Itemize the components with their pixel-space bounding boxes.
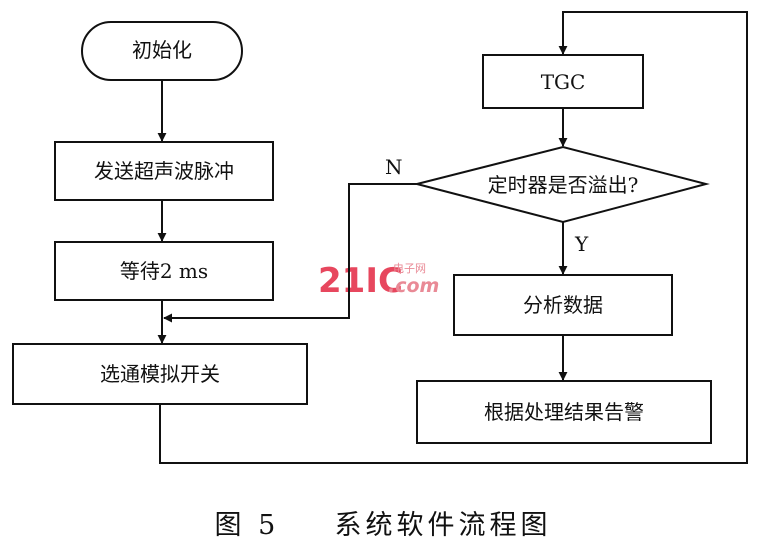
- node-analyze-label: 分析数据: [523, 293, 603, 317]
- loop-back-line: [159, 11, 748, 464]
- node-wait: 等待2 ms: [54, 241, 274, 301]
- node-analyze: 分析数据: [453, 274, 673, 336]
- svg-text:21IC: 21IC: [318, 261, 403, 301]
- node-select-switch: 选通模拟开关: [12, 343, 308, 405]
- node-send-ultrasound: 发送超声波脉冲: [54, 141, 274, 201]
- figure-title: 系统软件流程图: [334, 510, 552, 541]
- figure-caption: 图 5 系统软件流程图: [0, 503, 766, 542]
- svg-text:电子网: 电子网: [393, 262, 426, 275]
- figure-number: 图 5: [214, 510, 280, 541]
- node-tgc-label: TGC: [541, 70, 586, 94]
- node-alarm: 根据处理结果告警: [416, 380, 712, 444]
- node-tgc: TGC: [482, 54, 644, 109]
- node-send-ultrasound-label: 发送超声波脉冲: [94, 159, 234, 183]
- branch-label-yes: Y: [574, 232, 589, 256]
- node-init-label: 初始化: [132, 38, 192, 62]
- arrow-no-branch: [163, 183, 417, 323]
- node-init: 初始化: [81, 21, 243, 81]
- node-timer-overflow: 定时器是否溢出?: [416, 145, 710, 224]
- svg-text:.com: .com: [388, 275, 439, 297]
- node-alarm-label: 根据处理结果告警: [484, 400, 644, 424]
- node-select-switch-label: 选通模拟开关: [100, 362, 220, 386]
- branch-label-no: N: [385, 155, 403, 179]
- node-wait-label: 等待2 ms: [120, 259, 208, 283]
- watermark-logo: 21IC 电子网 .com: [318, 261, 439, 301]
- node-timer-overflow-label: 定时器是否溢出?: [488, 173, 639, 197]
